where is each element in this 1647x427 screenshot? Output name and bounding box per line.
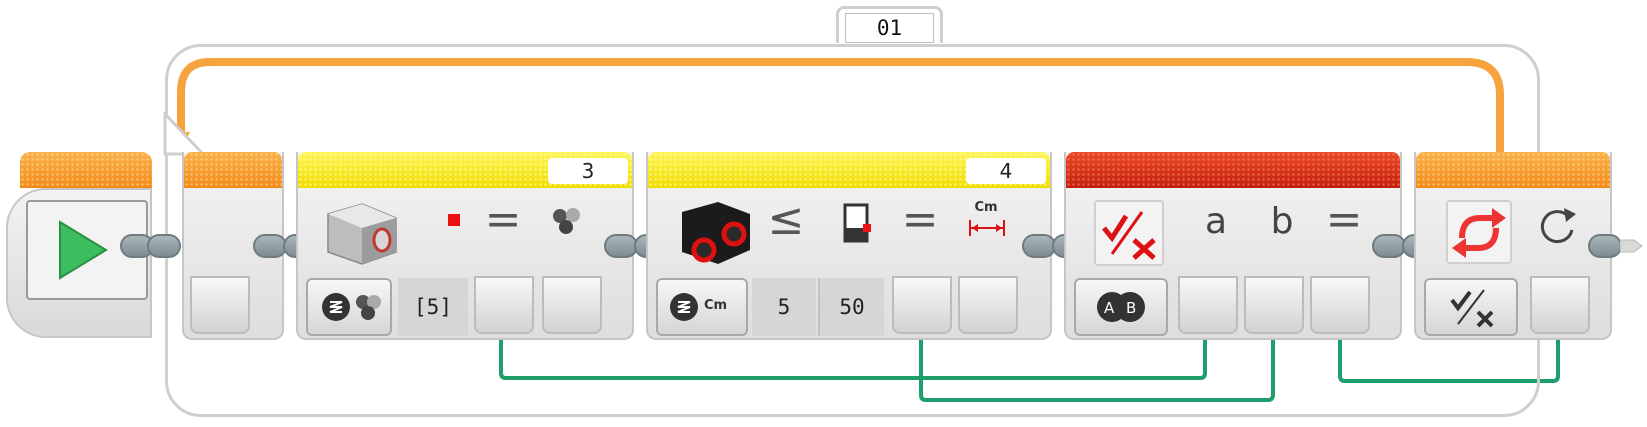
svg-text:A: A — [1104, 299, 1115, 317]
sequence-connector[interactable] — [147, 234, 181, 258]
input-b-label: b — [1270, 201, 1294, 242]
unit-label: Cm — [974, 200, 998, 215]
port-selector[interactable]: 4 — [966, 158, 1046, 184]
mode-selector-button[interactable] — [306, 278, 392, 336]
sequence-connector[interactable] — [1588, 234, 1622, 258]
loop-end-block[interactable] — [1414, 152, 1612, 340]
result-operator: = — [1325, 194, 1363, 245]
until-condition-input[interactable] — [1530, 276, 1590, 334]
color-compare-mode-icon — [322, 293, 381, 321]
operator-symbol: ≤ — [767, 194, 805, 245]
sequence-connector[interactable] — [120, 234, 154, 258]
threshold-input[interactable]: 50 — [818, 278, 884, 336]
color-square-icon — [448, 214, 460, 226]
logic-operations-block[interactable]: a b = A B — [1064, 152, 1402, 340]
color-sensor-icon — [327, 203, 397, 265]
result-output[interactable] — [1310, 276, 1370, 334]
loop-index-output[interactable] — [190, 276, 250, 334]
compare-operator: = — [484, 194, 522, 245]
loop-flag — [163, 112, 207, 156]
mode-selector-button[interactable] — [1424, 278, 1518, 336]
compare-type-input[interactable]: 5 — [752, 278, 816, 336]
compare-mode-icon — [670, 293, 698, 321]
sequence-connector[interactable] — [1022, 234, 1056, 258]
wire-logic-to-interrupt — [1338, 328, 1560, 383]
sequence-connector[interactable] — [253, 234, 287, 258]
loop-condition-box — [1446, 200, 1512, 264]
distance-icon — [969, 220, 1005, 236]
wire-ultra-to-b — [919, 328, 1275, 402]
mode-selector-button[interactable]: Cm — [656, 278, 748, 336]
logic-strip — [1066, 152, 1400, 188]
measured-color-output[interactable] — [542, 276, 602, 334]
ultrasonic-sensor-icon — [682, 202, 750, 264]
svg-text:B: B — [1126, 299, 1136, 317]
and-mode-icon: A B — [1097, 292, 1145, 322]
compare-result-output[interactable] — [474, 276, 534, 334]
logic-mode-icon — [1450, 289, 1494, 328]
loop-start-strip — [184, 152, 282, 188]
input-a-slot[interactable] — [1178, 276, 1238, 334]
distance-output[interactable] — [958, 276, 1018, 334]
threshold-icon — [843, 203, 871, 243]
loop-refresh-icon — [1540, 208, 1576, 244]
input-a-label: a — [1204, 201, 1228, 242]
ultrasonic-sensor-block[interactable]: 4 ≤ = Cm Cm 5 50 — [646, 152, 1052, 340]
logic-icon-box — [1094, 200, 1164, 266]
color-set-input[interactable]: [5] — [398, 278, 468, 336]
true-false-icon — [1102, 211, 1156, 260]
loop-condition-icon — [1452, 208, 1506, 258]
compare-operator: = — [901, 194, 939, 245]
input-b-slot[interactable] — [1244, 276, 1304, 334]
sequence-connector[interactable] — [604, 234, 638, 258]
wire-color-to-a — [499, 328, 1207, 380]
loop-name-tab[interactable]: 01 — [836, 6, 943, 43]
sequence-out-tip — [1620, 239, 1643, 253]
color-circles-icon — [553, 208, 580, 234]
start-strip — [20, 152, 152, 188]
sequence-connector[interactable] — [1372, 234, 1406, 258]
loop-name[interactable]: 01 — [845, 13, 934, 43]
start-block[interactable] — [2, 152, 152, 342]
mode-selector-button[interactable]: A B — [1074, 278, 1168, 336]
compare-result-output[interactable] — [892, 276, 952, 334]
port-selector[interactable]: 3 — [548, 158, 628, 184]
mode-unit-label: Cm — [704, 298, 728, 313]
color-sensor-block[interactable]: 3 = [5] — [296, 152, 634, 340]
play-icon — [59, 220, 108, 280]
loop-end-strip — [1416, 152, 1610, 188]
